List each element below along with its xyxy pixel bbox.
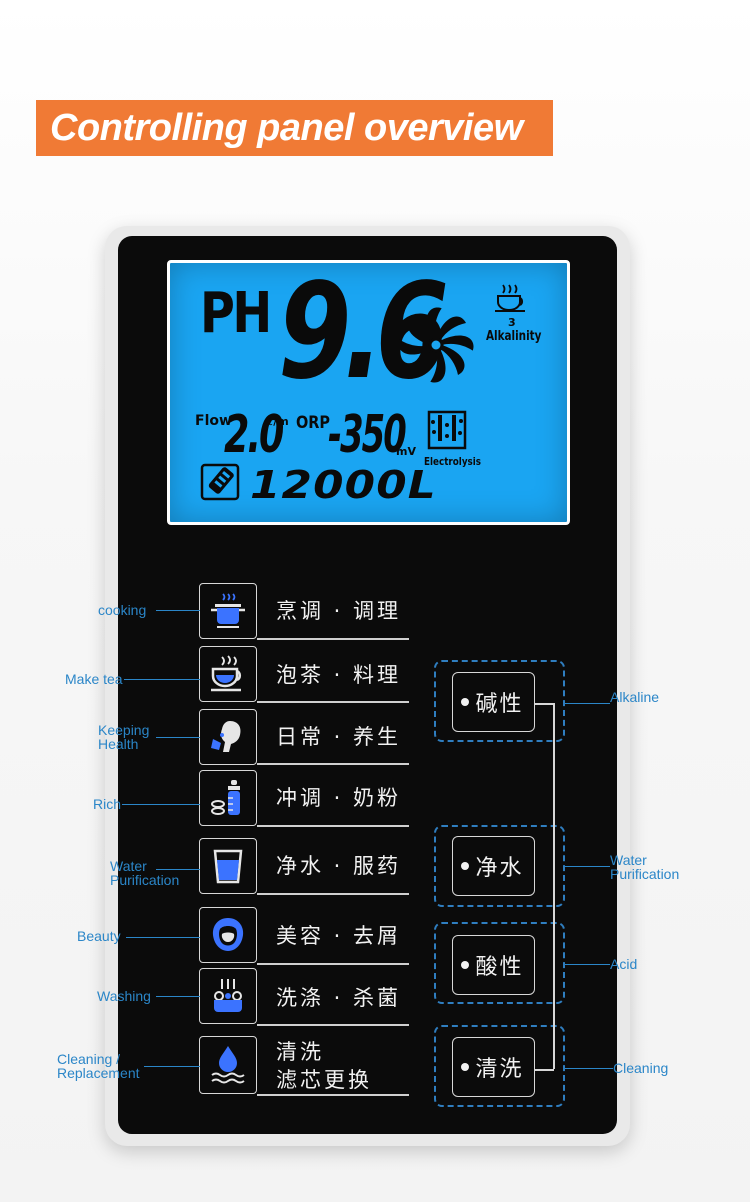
cleaning-highlight [434,1025,565,1107]
water-drop-icon [211,1046,245,1084]
cooking-pot-icon [211,593,245,628]
cleaning-mode-button[interactable]: 清洗 [452,1037,535,1097]
make-tea-label: 泡茶 · 料理 [276,663,402,687]
alkaline-button-label: 碱性 [475,692,524,717]
divider [257,963,409,965]
divider [257,1094,409,1096]
tea-cup-icon [211,655,242,692]
annotation-alkaline: Alkaline [610,689,660,705]
keeping-health-label: 日常 · 养生 [276,725,402,749]
annotation-washing: Washing [97,988,151,1004]
connector-line [535,703,554,705]
washing-button[interactable] [199,968,257,1024]
connector-line [553,703,555,1069]
cooking-button[interactable] [199,583,257,639]
keeping-health-button[interactable] [199,709,257,765]
leader-line [156,996,200,997]
beauty-button[interactable] [199,907,257,963]
orp-label: ORP [296,413,331,433]
electrolysis-icon [427,410,467,450]
cleaning-label: 清洗 [276,1040,324,1064]
acid-button[interactable]: 酸性 [452,935,535,995]
cooking-label: 烹调 · 调理 [276,599,402,623]
ph-label: PH [200,281,272,346]
annotation-rich: Rich [93,796,122,812]
divider [257,893,409,895]
electrolysis-label: Electrolysis [424,455,482,468]
rich-label: 冲调 · 奶粉 [276,786,402,810]
annotation-water-right: Water [610,852,647,868]
annotation-cleaning-right: Cleaning [613,1060,669,1076]
water-purification-button[interactable] [199,838,257,894]
annotation-make-tea: Make tea [65,671,123,687]
orp-value: -350 [328,405,407,465]
flow-unit: ℓ/m [268,415,289,428]
divider [257,1024,409,1026]
annotation-acid: Acid [610,956,638,972]
annotation-cooking: cooking [98,602,147,618]
health-icon [211,721,241,752]
annotation-keeping: Keeping [98,722,150,738]
leader-line [565,1068,613,1069]
leader-line [156,869,200,870]
annotation-replacement: Replacement [57,1065,140,1081]
annotation-beauty: Beauty [77,928,121,944]
indicator-dot [461,698,469,706]
annotation-water: Water [110,858,147,874]
alkaline-highlight [434,660,565,742]
leader-line [565,703,610,704]
divider [257,638,409,640]
leader-line [122,804,200,805]
water-purification-label: 净水 · 服药 [276,854,402,878]
leader-line [126,937,200,938]
flow-label: Flow [195,413,232,429]
washing-label: 洗涤 · 杀菌 [276,986,402,1010]
orp-unit: mV [396,445,416,458]
water-highlight [434,825,565,907]
divider [257,825,409,827]
leader-line [565,866,610,867]
fan-icon [398,307,474,383]
rich-button[interactable] [199,770,257,826]
cleaning-mode-button-label: 清洗 [475,1057,524,1082]
beauty-label: 美容 · 去屑 [276,924,402,948]
indicator-dot [461,1063,469,1071]
water-glass-icon [213,849,243,884]
coffee-cup-icon [495,284,525,312]
annotation-health: Health [98,736,139,752]
annotation-purification-right: Purification [610,866,680,882]
alkalinity-level: 3 [508,316,516,329]
divider [257,763,409,765]
leader-line [156,737,200,738]
leader-line [124,679,200,680]
filter-cartridge-icon [200,463,240,501]
leader-line [144,1066,200,1067]
indicator-dot [461,862,469,870]
annotation-cleaning: Cleaning / [57,1051,121,1067]
filter-total-liters: 12000L [250,463,437,507]
lcd-display: PH 9.6 3 Alkalinity Flow 2.0 ℓ/m ORP -35… [167,255,570,525]
water-purification-mode-button[interactable]: 净水 [452,836,535,896]
page-title: Controlling panel overview [36,100,553,156]
beauty-face-icon [212,918,244,951]
acid-button-label: 酸性 [475,955,524,980]
make-tea-button[interactable] [199,646,257,702]
acid-highlight [434,922,565,1004]
leader-line [156,610,200,611]
filter-replacement-label: 滤芯更换 [276,1068,372,1092]
indicator-dot [461,961,469,969]
alkaline-button[interactable]: 碱性 [452,672,535,732]
alkalinity-label: Alkalinity [486,329,542,344]
washing-icon [214,979,242,1012]
baby-bottle-icon [211,780,240,815]
flow-value: 2.0 [224,405,284,465]
cleaning-replacement-button[interactable] [199,1036,257,1094]
annotation-purification: Purification [110,872,180,888]
water-mode-button-label: 净水 [475,856,524,881]
connector-line [535,1069,554,1071]
divider [257,701,409,703]
leader-line [565,964,610,965]
